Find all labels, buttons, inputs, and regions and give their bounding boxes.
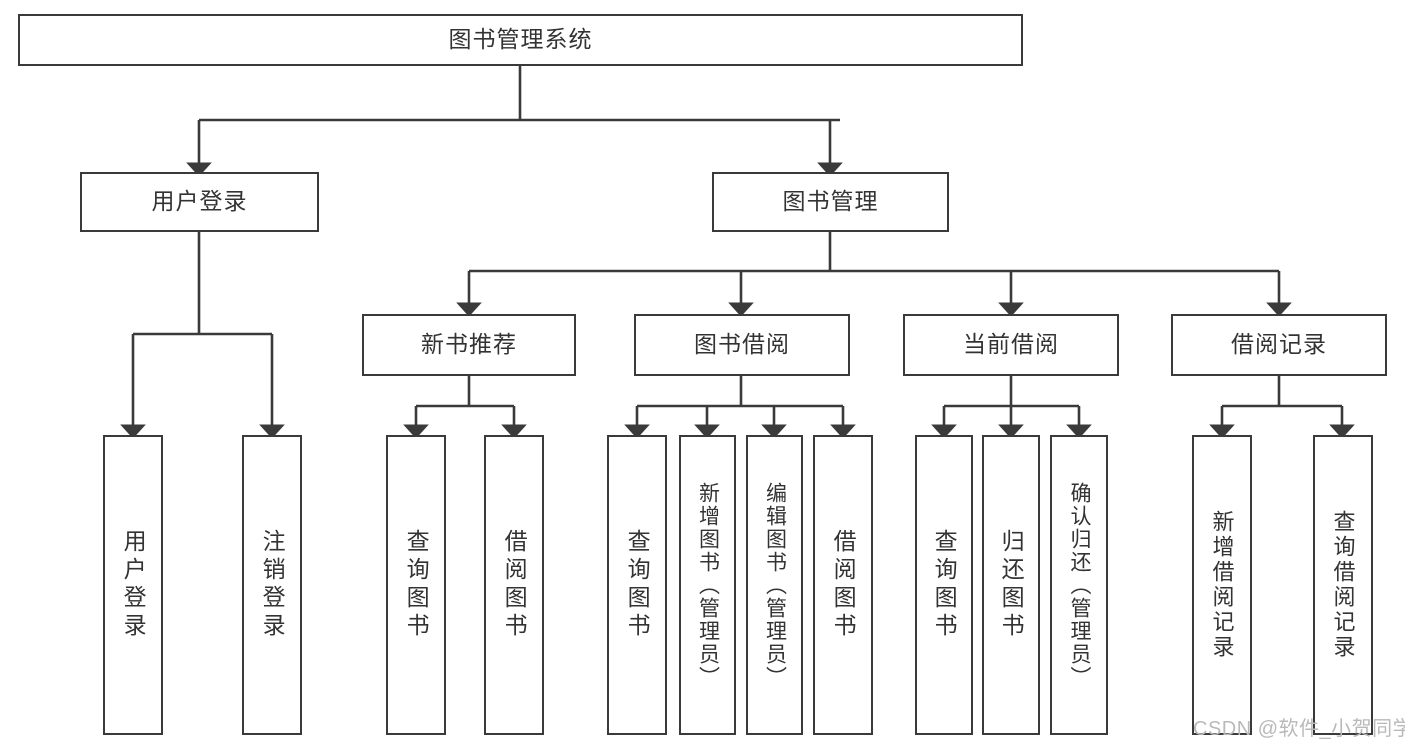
node-leaf-return-book[interactable]: 归还图书 — [982, 435, 1040, 735]
node-leaf-query-book-3[interactable]: 查询图书 — [915, 435, 973, 735]
node-leaf-query-book-1[interactable]: 查询图书 — [386, 435, 446, 735]
node-borrow-record[interactable]: 借阅记录 — [1171, 314, 1387, 376]
node-root-label: 图书管理系统 — [448, 26, 593, 53]
node-leaf-query-book-2[interactable]: 查询图书 — [607, 435, 667, 735]
node-leaf-confirm-return-admin-label: 确认归还（管理员） — [1068, 481, 1092, 689]
node-borrow-record-label: 借阅记录 — [1231, 331, 1327, 358]
node-leaf-query-book-2-label: 查询图书 — [624, 529, 651, 641]
node-leaf-user-login-label: 用户登录 — [120, 529, 147, 641]
node-leaf-return-book-label: 归还图书 — [998, 529, 1025, 641]
node-leaf-edit-book-admin[interactable]: 编辑图书（管理员） — [746, 435, 803, 735]
node-current-borrow-label: 当前借阅 — [963, 331, 1059, 358]
node-book-borrow[interactable]: 图书借阅 — [634, 314, 850, 376]
node-leaf-add-book-admin[interactable]: 新增图书（管理员） — [679, 435, 736, 735]
node-book-manage[interactable]: 图书管理 — [712, 172, 949, 232]
node-leaf-add-book-admin-label: 新增图书（管理员） — [696, 481, 720, 689]
node-book-manage-label: 图书管理 — [782, 188, 879, 215]
node-leaf-query-record-label: 查询借阅记录 — [1330, 510, 1356, 660]
node-leaf-borrow-book-1[interactable]: 借阅图书 — [484, 435, 544, 735]
node-leaf-query-book-1-label: 查询图书 — [403, 529, 430, 641]
node-root[interactable]: 图书管理系统 — [18, 14, 1023, 66]
node-new-book-rec-label: 新书推荐 — [421, 331, 517, 358]
node-leaf-add-record[interactable]: 新增借阅记录 — [1192, 435, 1252, 735]
node-leaf-borrow-book-1-label: 借阅图书 — [501, 529, 528, 641]
node-leaf-query-record[interactable]: 查询借阅记录 — [1313, 435, 1373, 735]
node-book-borrow-label: 图书借阅 — [694, 331, 790, 358]
node-leaf-add-record-label: 新增借阅记录 — [1209, 510, 1235, 660]
node-user-login[interactable]: 用户登录 — [80, 172, 319, 232]
node-leaf-query-book-3-label: 查询图书 — [931, 529, 958, 641]
node-leaf-confirm-return-admin[interactable]: 确认归还（管理员） — [1050, 435, 1108, 735]
node-current-borrow[interactable]: 当前借阅 — [903, 314, 1119, 376]
node-leaf-borrow-book-2[interactable]: 借阅图书 — [813, 435, 873, 735]
node-leaf-user-login[interactable]: 用户登录 — [103, 435, 163, 735]
node-leaf-logout[interactable]: 注销登录 — [242, 435, 302, 735]
node-leaf-borrow-book-2-label: 借阅图书 — [830, 529, 857, 641]
node-leaf-logout-label: 注销登录 — [259, 529, 286, 641]
node-user-login-label: 用户登录 — [151, 188, 248, 215]
node-leaf-edit-book-admin-label: 编辑图书（管理员） — [763, 481, 787, 689]
node-new-book-rec[interactable]: 新书推荐 — [362, 314, 576, 376]
